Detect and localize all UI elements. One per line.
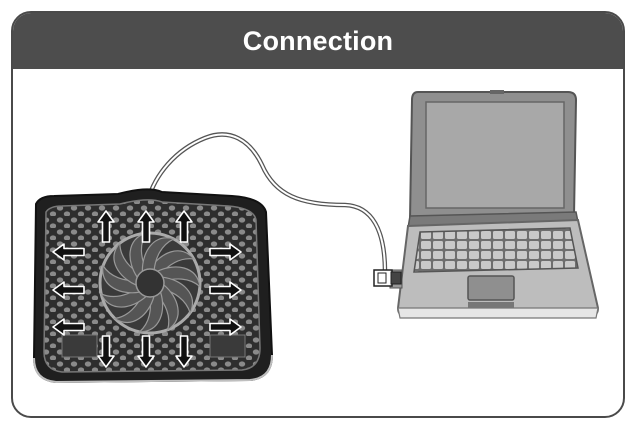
- page-title: Connection: [242, 25, 394, 56]
- usb-cable-icon: [145, 132, 388, 275]
- fan-icon: [98, 231, 202, 335]
- laptop-icon: [389, 90, 600, 319]
- header-bar: Connection: [13, 13, 623, 69]
- usb-plug-icon: [373, 269, 402, 287]
